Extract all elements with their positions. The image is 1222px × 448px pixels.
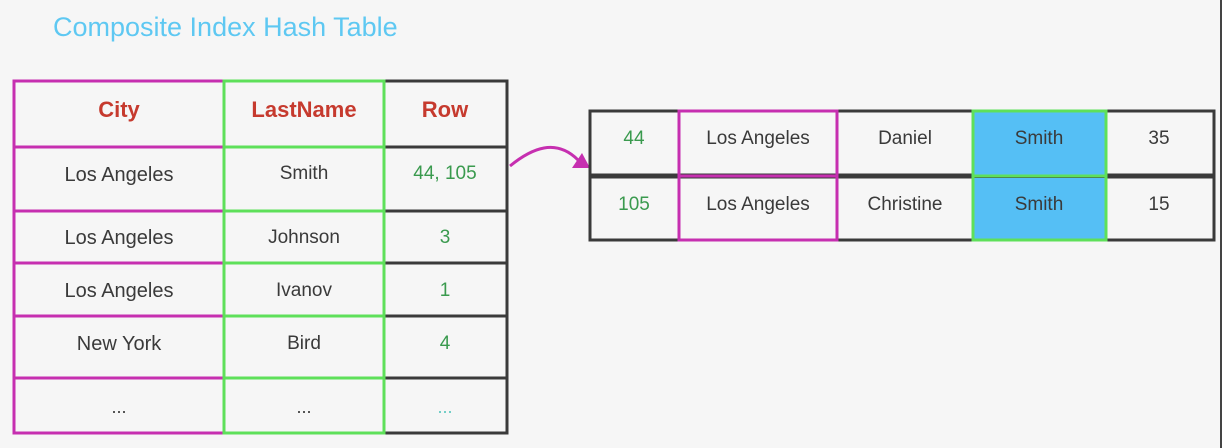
diagram-title: Composite Index Hash Table — [53, 12, 398, 42]
data-cell-firstname: Christine — [868, 194, 943, 215]
index-cell-city: Los Angeles — [65, 164, 174, 186]
data-cell-value: 15 — [1148, 194, 1169, 215]
data-cell-id: 44 — [623, 128, 645, 149]
arrow-curve — [509, 145, 580, 168]
city-column-border — [12, 79, 226, 435]
index-cell-row: 1 — [440, 280, 451, 301]
index-cell-lastname: Ivanov — [276, 280, 332, 301]
pointer-arrow — [509, 145, 590, 168]
index-cell-row: 3 — [440, 227, 451, 248]
index-cell-city: ... — [111, 397, 126, 417]
header-city: City — [98, 97, 140, 122]
lastname-column-border — [222, 79, 386, 435]
index-cell-city: Los Angeles — [65, 280, 174, 302]
data-cell-lastname: Smith — [1015, 194, 1064, 215]
data-cell-city: Los Angeles — [706, 128, 810, 149]
index-cell-row: 4 — [440, 333, 451, 354]
data-cell-id: 105 — [618, 194, 650, 215]
index-cell-lastname: ... — [296, 397, 311, 417]
data-table: 44 Los Angeles Daniel Smith 35 105 Los A… — [588, 109, 1216, 242]
data-cell-value: 35 — [1148, 128, 1169, 149]
index-table: City LastName Row Los Angeles Smith 44, … — [12, 79, 509, 435]
arrow-head — [572, 153, 590, 168]
data-cell-firstname: Daniel — [878, 128, 932, 149]
highlight-lastname-cell — [974, 178, 1105, 239]
index-cell-row: ... — [437, 397, 452, 417]
index-cell-city: Los Angeles — [65, 227, 174, 249]
index-cell-lastname: Johnson — [268, 227, 340, 248]
data-cell-lastname: Smith — [1015, 128, 1064, 149]
index-cell-lastname: Bird — [287, 333, 321, 354]
header-row: Row — [422, 97, 469, 122]
header-lastname: LastName — [251, 97, 356, 122]
index-cell-city: New York — [77, 333, 162, 355]
row-column-border — [382, 79, 509, 435]
index-cell-lastname: Smith — [280, 163, 329, 184]
index-cell-row: 44, 105 — [413, 163, 476, 184]
data-cell-city: Los Angeles — [706, 194, 810, 215]
right-edge-divider — [1220, 0, 1222, 448]
highlight-lastname-cell — [974, 112, 1105, 175]
